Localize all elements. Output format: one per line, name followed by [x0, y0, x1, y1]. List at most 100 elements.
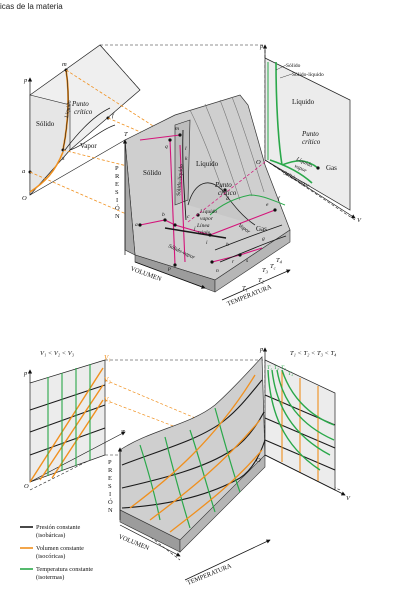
- pvt-label-liquido: Líquido: [196, 160, 219, 168]
- pvt-point-j: j: [193, 226, 196, 232]
- bpv-V3: V₃: [104, 396, 111, 404]
- pvt-label-gas: Gas: [256, 225, 267, 233]
- pvt-point-k: k: [185, 156, 188, 162]
- pt-label-solido-liquido: Sólido-líquido: [292, 72, 324, 78]
- pvt-T1: T1: [242, 285, 248, 293]
- pt-label-gas: Gas: [326, 164, 337, 172]
- bpv-V2: V₂: [104, 376, 111, 384]
- bpv-V1: V₁: [104, 354, 111, 362]
- presion-p: P: [115, 165, 119, 172]
- pt-projection-panel: p O V Sólido Sólido-líquido Líquido Punt…: [256, 43, 362, 224]
- pt-label-solido: Sólido: [286, 63, 301, 69]
- pvt-point-g: g: [262, 236, 265, 242]
- pvt-T3: T3: [262, 267, 269, 275]
- bpt-origin: O: [256, 457, 261, 464]
- pvt-label-punto-2: crítico: [218, 189, 237, 197]
- pv-origin: O: [22, 195, 27, 202]
- pv-point-a: a: [22, 168, 25, 175]
- pvt-point-s: s: [246, 258, 248, 264]
- pvt-surface: Sólido Líquido Punto crítico Líquido vap…: [124, 94, 291, 293]
- pvt-label-solido-liquido: Sólido-líquido: [176, 164, 185, 196]
- bottom-pvt-surface: [119, 356, 266, 553]
- bpt-T3: T₃: [281, 365, 286, 371]
- pvt-Tc: Tc: [270, 263, 276, 271]
- pv-label-solido: Sólido: [36, 120, 55, 128]
- b-presion-s: S: [108, 483, 112, 490]
- bpv-axis-T: T: [121, 429, 125, 436]
- bottom-volumen-label: VOLUMEN: [117, 533, 150, 552]
- legend-isothermal-1: Temperatura constante: [36, 566, 93, 573]
- pt-label-punto-2: crítico: [302, 138, 321, 146]
- pv-axis-p: p: [23, 77, 28, 84]
- legend-item-isochoric: Volumen constante (isocóricas): [20, 545, 84, 560]
- presion-o: Ó: [115, 204, 120, 212]
- b-presion-o: Ó: [108, 498, 113, 506]
- page-header: icas de la materia: [0, 2, 63, 11]
- pvt-point-m: m: [175, 126, 179, 132]
- pvt-label-lv-3: Línea: [196, 223, 210, 229]
- bpv-origin: O: [24, 483, 29, 490]
- legend-isobaric-2: (isobáricas): [36, 532, 65, 539]
- bpt-T1: T₁: [267, 365, 272, 371]
- pvt-T4: T4: [276, 257, 283, 265]
- presion-n: N: [115, 213, 120, 220]
- pt-connectors: [187, 157, 271, 223]
- pt-label-lv-2: vapor: [293, 163, 308, 174]
- pvt-point-e: e: [266, 202, 269, 208]
- legend-isobaric-1: Presión constante: [36, 524, 80, 531]
- bpt-T2: T₂: [274, 365, 279, 371]
- presion-r: R: [115, 173, 120, 180]
- pt-label-liquido: Líquido: [292, 98, 315, 106]
- pv-point-m: m: [62, 61, 67, 68]
- pvt-point-c: c: [187, 214, 190, 220]
- pvt-point-r: r: [232, 259, 235, 265]
- b-presion-i: I: [109, 491, 111, 498]
- pv-point-s: s: [62, 155, 65, 162]
- bpv-axis-p: p: [23, 370, 28, 377]
- pvt-point-d: d: [226, 196, 229, 202]
- pvt-label-lv-2: vapor: [200, 216, 214, 222]
- pvt-point-a: a: [135, 222, 138, 228]
- bottom-temperatura-label: TEMPERATURA: [186, 563, 233, 587]
- pvt-label-lv-1: Líquido: [199, 209, 217, 215]
- pvt-point-i: i: [206, 240, 208, 246]
- bottom-pv-panel: p O T V₁ V₂ V₃: [23, 354, 126, 490]
- presion-i: I: [116, 197, 118, 204]
- pv-label-punto-1: Punto: [71, 100, 89, 108]
- legend-item-isobaric: Presión constante (isobáricas): [20, 524, 80, 539]
- pvt-point-p: p: [167, 266, 171, 272]
- pv-point-f: f: [112, 112, 115, 119]
- bpt-T4: T₄: [288, 371, 293, 377]
- pt-origin: O: [256, 159, 261, 166]
- bottom-pt-panel: p O V T₁ T₂ T₃ T₄: [256, 346, 351, 502]
- presion-e: E: [115, 181, 119, 188]
- pt-label-punto-1: Punto: [301, 130, 319, 138]
- legend-item-isothermal: Temperatura constante (isotermas): [20, 566, 93, 581]
- pt-axis-V: V: [357, 217, 362, 224]
- bottom-connectors: [104, 379, 211, 441]
- volumes-relation: V₁ < V₂ < V₃: [40, 350, 74, 357]
- pv-label-vapor: Vapor: [80, 142, 97, 150]
- bottom-diagram: V₁ < V₂ < V₃ T₁ < T₂ < T₃ < T₄: [23, 346, 351, 587]
- temps-relation: T₁ < T₂ < T₃ < T₄: [290, 350, 337, 357]
- presion-s: S: [115, 189, 119, 196]
- pvt-point-b: b: [162, 212, 165, 218]
- top-temperatura-label: TEMPERATURA: [226, 284, 273, 308]
- top-diagram: p O a m s f T Sólido Punto crítico Vapor…: [22, 43, 362, 308]
- legend: Presión constante (isobáricas) Volumen c…: [20, 524, 93, 581]
- bpt-axis-V: V: [346, 495, 351, 502]
- pvt-point-h: h: [226, 242, 229, 248]
- pvt-label-punto-1: Punto: [214, 181, 232, 189]
- b-presion-n: N: [108, 507, 113, 514]
- pv-axis-T: T: [124, 131, 128, 138]
- pvt-label-solido: Sólido: [143, 169, 162, 177]
- legend-isothermal-2: (isotermas): [36, 574, 64, 581]
- bpt-axis-p: p: [259, 346, 264, 353]
- pvt-label-lv-4: triple: [198, 230, 210, 236]
- pv-label-punto-2: crítico: [74, 108, 93, 116]
- pt-axis-p: p: [259, 43, 264, 50]
- legend-isochoric-2: (isocóricas): [36, 553, 65, 560]
- b-presion-r: R: [108, 467, 113, 474]
- pvt-point-f: f: [278, 195, 281, 202]
